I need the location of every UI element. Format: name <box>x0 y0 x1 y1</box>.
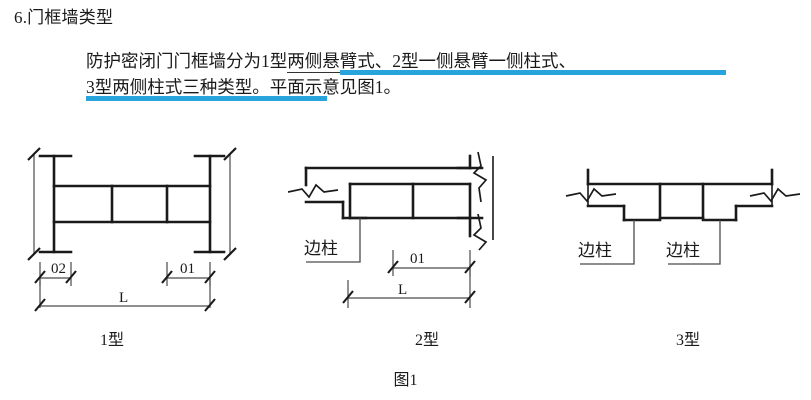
break-symbol-right <box>749 187 801 203</box>
dimension-label-01: 01 <box>410 251 425 267</box>
break-symbol-right-bottom <box>472 213 488 251</box>
dimension-label-L: L <box>398 282 407 298</box>
paragraph-line-2: 3型两侧柱式三种类型。平面示意见图1。 <box>86 74 746 101</box>
caption-type-2: 2型 <box>415 332 440 349</box>
column-label-side-column: 边柱 <box>304 239 338 258</box>
body-paragraph: 防护密闭门门框墙分为1型两侧悬臂式、2型一侧悬臂一侧柱式、 3型两侧柱式三种类型… <box>86 48 746 101</box>
column-label-side-column-right: 边柱 <box>666 241 700 260</box>
dimension-label-01: 01 <box>180 261 195 277</box>
paragraph-line-2-underlined: 3型两侧柱式三种类型。 <box>86 77 270 99</box>
highlight-bar-line-2 <box>86 96 327 101</box>
figure-1: 02 01 L 1型 <box>0 140 811 400</box>
break-symbol-right-top <box>472 151 488 203</box>
break-symbol-left <box>288 183 339 199</box>
highlight-bar-line-1 <box>340 70 726 75</box>
paragraph-line-1-underlined: 两侧悬臂式、2型一侧悬臂一侧柱式、 <box>287 51 576 73</box>
paragraph-line-2-plain: 平面示意见图1。 <box>269 77 401 97</box>
diagram-type-3: 边柱 边柱 <box>565 168 801 265</box>
paragraph-line-1-plain: 防护密闭门门框墙分为1型 <box>86 51 288 71</box>
break-symbol-left <box>565 187 617 203</box>
section-heading: 6.门框墙类型 <box>14 8 114 27</box>
caption-type-3: 3型 <box>676 332 701 349</box>
column-label-side-column-left: 边柱 <box>578 241 612 260</box>
dimension-label-02: 02 <box>51 261 66 277</box>
paragraph-line-1: 防护密闭门门框墙分为1型两侧悬臂式、2型一侧悬臂一侧柱式、 <box>86 48 746 75</box>
caption-type-1: 1型 <box>100 332 125 349</box>
figure-number-label: 图1 <box>393 372 418 389</box>
diagram-type-2: 边柱 01 L <box>288 151 494 308</box>
dimension-label-L: L <box>119 290 128 306</box>
diagram-type-1: 02 01 L <box>27 147 237 312</box>
